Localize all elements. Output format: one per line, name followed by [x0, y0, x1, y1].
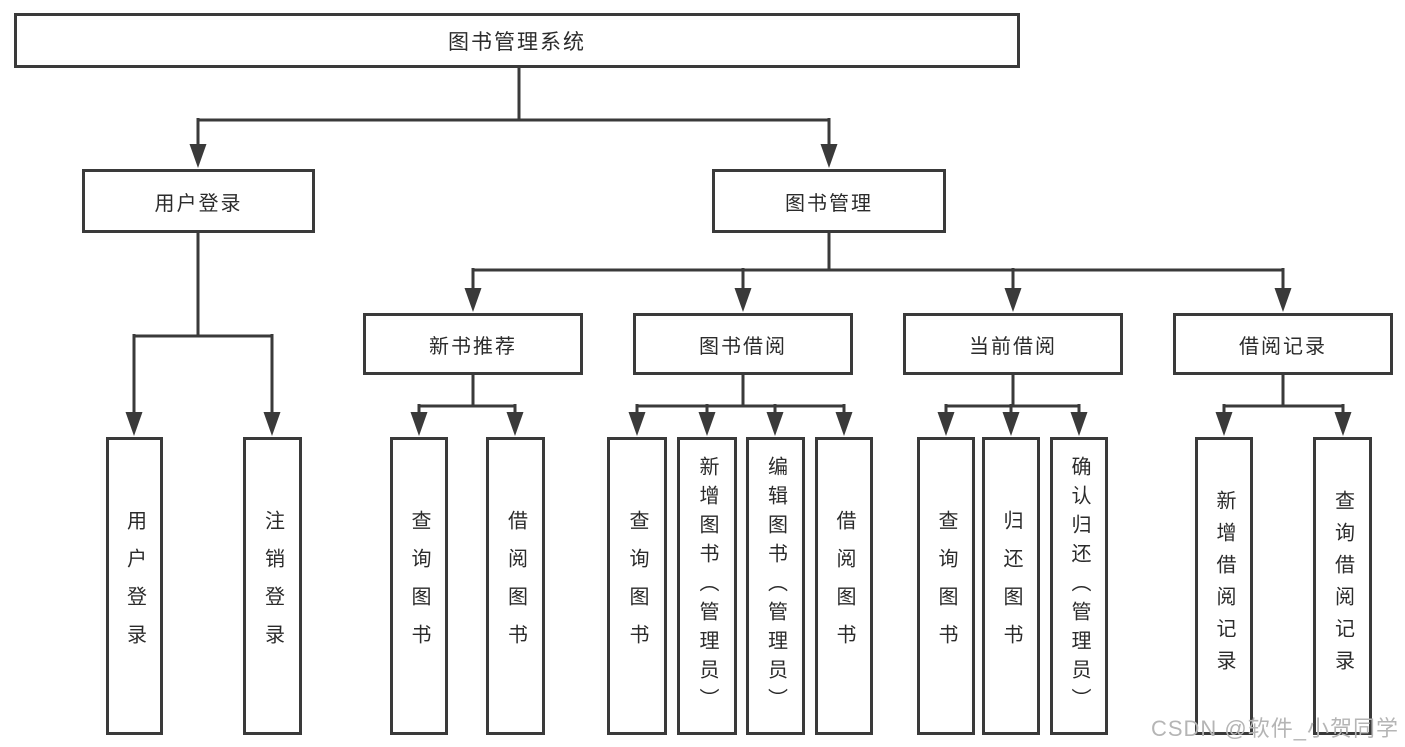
node-query-borrow-record: 查询借阅记录: [1313, 437, 1372, 735]
node-book-management: 图书管理: [712, 169, 946, 233]
node-label: 借阅图书: [833, 510, 855, 662]
node-borrow-records: 借阅记录: [1173, 313, 1393, 375]
node-label: 新增借阅记录: [1213, 490, 1235, 682]
node-new-book-recommend: 新书推荐: [363, 313, 583, 375]
node-confirm-return-admin: 确认归还（管理员）: [1050, 437, 1108, 735]
node-add-borrow-record: 新增借阅记录: [1195, 437, 1253, 735]
node-user-login: 用户登录: [106, 437, 163, 735]
node-label: 注销登录: [261, 510, 284, 662]
node-label: 编辑图书（管理员）: [764, 455, 787, 717]
node-borrow-books-recommend: 借阅图书: [486, 437, 545, 735]
node-edit-books-admin: 编辑图书（管理员）: [746, 437, 805, 735]
node-add-books-admin: 新增图书（管理员）: [677, 437, 737, 735]
node-label: 用户登录: [123, 510, 146, 662]
node-label: 查询图书: [408, 510, 430, 662]
node-book-borrow: 图书借阅: [633, 313, 853, 375]
node-logout: 注销登录: [243, 437, 302, 735]
arrowheads: [125, 144, 1352, 436]
node-return-books: 归还图书: [982, 437, 1040, 735]
node-label: 查询图书: [935, 510, 957, 662]
node-query-books-current: 查询图书: [917, 437, 975, 735]
node-label: 确认归还（管理员）: [1068, 455, 1090, 717]
node-label: 查询图书: [626, 510, 648, 662]
node-label: 查询借阅记录: [1331, 490, 1354, 682]
node-label: 归还图书: [1000, 510, 1022, 662]
node-current-borrow: 当前借阅: [903, 313, 1123, 375]
node-user-login-module: 用户登录: [82, 169, 315, 233]
node-query-books-borrow: 查询图书: [607, 437, 667, 735]
node-query-books-recommend: 查询图书: [390, 437, 448, 735]
node-label: 新增图书（管理员）: [696, 455, 718, 717]
csdn-watermark: CSDN @软件_小贺同学: [1150, 716, 1399, 741]
node-library-management-system: 图书管理系统: [14, 13, 1020, 68]
node-label: 借阅图书: [504, 510, 527, 662]
node-borrow-books: 借阅图书: [815, 437, 873, 735]
